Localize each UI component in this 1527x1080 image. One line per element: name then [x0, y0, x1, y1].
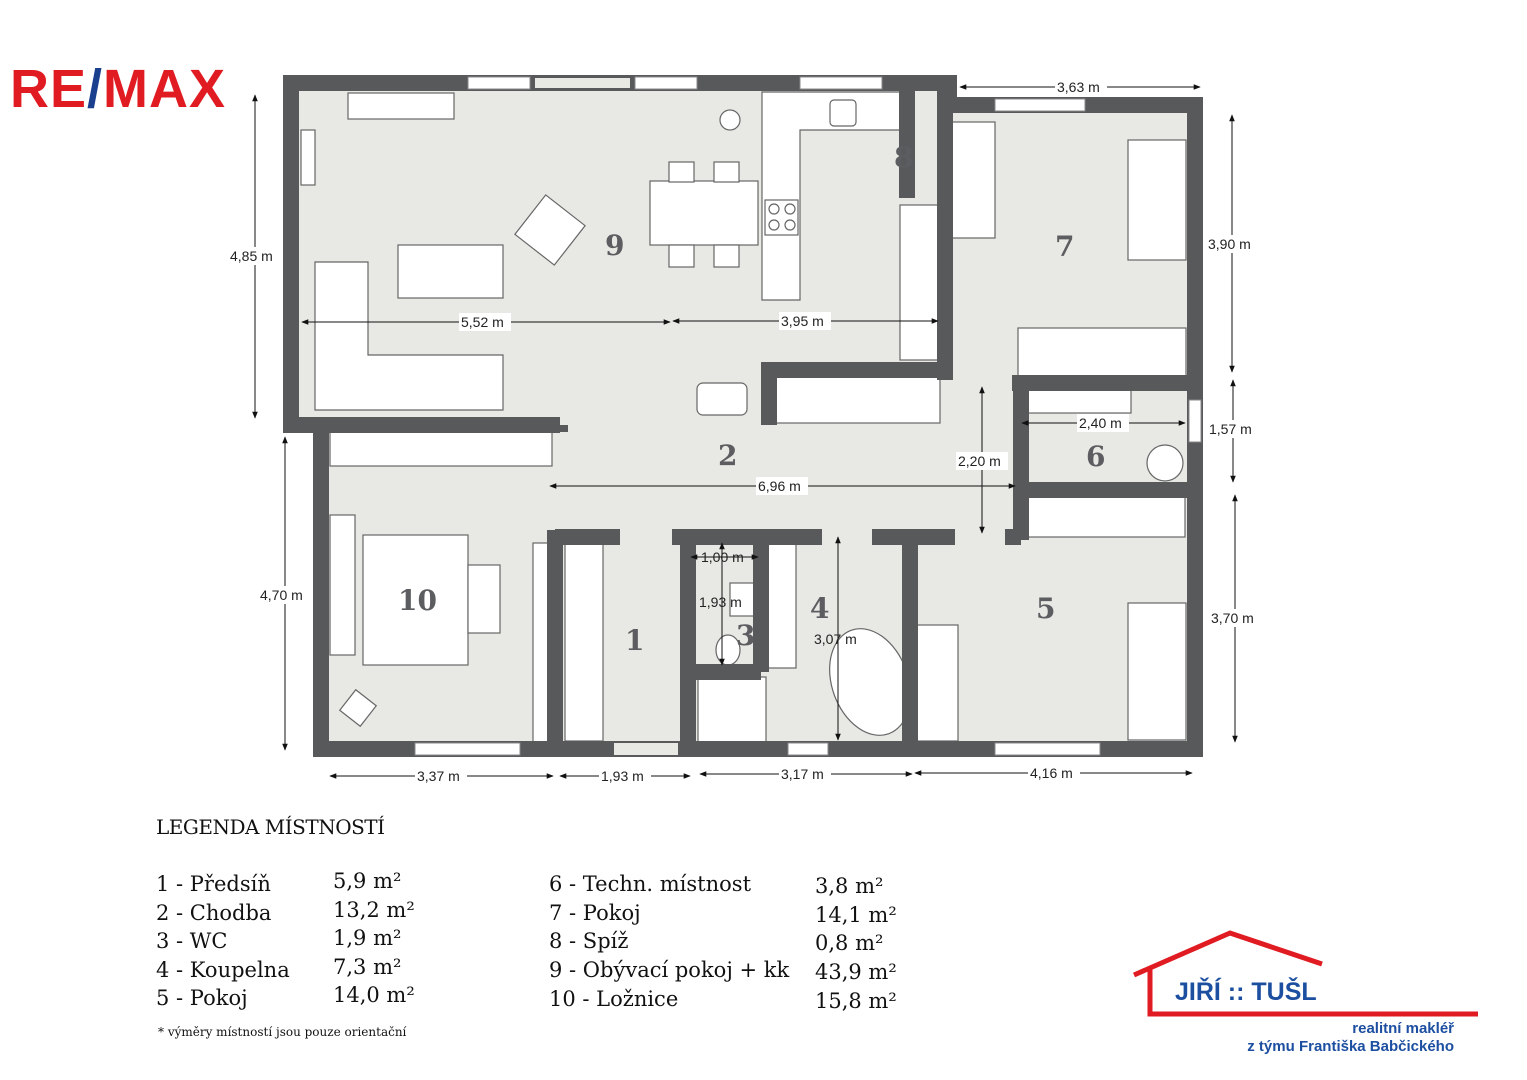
- room-number-6: 6: [1086, 440, 1105, 473]
- shower: [697, 676, 767, 743]
- remax-logo: RE/MAX: [10, 59, 227, 119]
- dim-1-93-wc: 1,93 m: [699, 594, 742, 610]
- windows: [414, 76, 1202, 756]
- agent-name: JIŘÍ :: TUŠL: [1175, 978, 1317, 1006]
- legend-label: 1 - Předsíň: [156, 872, 271, 896]
- legend-label: 5 - Pokoj: [156, 986, 248, 1010]
- walls: [283, 75, 1203, 757]
- agent-title: realitní makléř: [1352, 1020, 1454, 1037]
- legend-label: 10 - Ložnice: [549, 987, 679, 1011]
- legend-area: 0,8 m²: [815, 931, 884, 955]
- legend-label: 9 - Obývací pokoj + kk: [549, 958, 790, 982]
- legend-area: 13,2 m²: [333, 898, 415, 922]
- legend-label: 7 - Pokoj: [549, 901, 641, 925]
- tv-cabinet: [347, 92, 455, 120]
- legend-area: 3,8 m²: [815, 874, 884, 898]
- legend-label: 2 - Chodba: [156, 901, 272, 925]
- dim-5-52: 5,52 m: [461, 314, 504, 330]
- legend-area: 15,8 m²: [815, 989, 897, 1013]
- room-number-8: 8: [894, 141, 913, 174]
- dim-4-16: 4,16 m: [1030, 765, 1073, 781]
- room-number-1: 1: [625, 624, 644, 657]
- agent-house-logo: [1132, 930, 1478, 1017]
- legend-area: 5,9 m²: [333, 869, 402, 893]
- dim-1-00: 1,00 m: [701, 549, 744, 565]
- room-number-4: 4: [810, 592, 829, 625]
- room-number-7: 7: [1055, 230, 1074, 263]
- dim-3-63: 3,63 m: [1057, 79, 1100, 95]
- coffee-table: [397, 244, 504, 299]
- room-number-5: 5: [1036, 592, 1055, 625]
- legend-label: 8 - Spíž: [549, 929, 629, 953]
- dim-3-07: 3,07 m: [814, 631, 857, 647]
- room-numbers: 1 2 3 4 5 6 7 8 9 10: [398, 141, 1105, 657]
- dim-1-57: 1,57 m: [1209, 421, 1252, 437]
- dim-1-93: 1,93 m: [601, 768, 644, 784]
- dim-3-37: 3,37 m: [417, 768, 460, 784]
- legend-area: 43,9 m²: [815, 960, 897, 984]
- legend-area: 7,3 m²: [333, 955, 402, 979]
- room-number-2: 2: [718, 439, 737, 472]
- bed-5: [1127, 602, 1187, 741]
- dim-3-95: 3,95 m: [781, 313, 824, 329]
- dim-4-85: 4,85 m: [230, 248, 273, 264]
- dining-table: [649, 180, 759, 246]
- legend-area: 1,9 m²: [333, 926, 402, 950]
- legend-label: 3 - WC: [156, 929, 228, 953]
- furniture: [300, 91, 1187, 744]
- dim-3-70: 3,70 m: [1211, 610, 1254, 626]
- dim-3-90: 3,90 m: [1208, 236, 1251, 252]
- legend-label: 6 - Techn. místnost: [549, 872, 752, 896]
- dimension-labels: 3,63 m 4,85 m 3,90 m 1,57 m 3,70 m 4,70 …: [228, 78, 1261, 785]
- legend-area: 14,0 m²: [333, 983, 415, 1007]
- bed-7: [1127, 139, 1187, 261]
- dim-6-96: 6,96 m: [758, 478, 801, 494]
- agent-team: z týmu Františka Babčického: [1247, 1038, 1454, 1055]
- dim-3-17: 3,17 m: [781, 766, 824, 782]
- legend-title: LEGENDA MÍSTNOSTÍ: [156, 815, 385, 839]
- legend-note: * výměry místností jsou pouze orientační: [158, 1025, 407, 1039]
- dim-4-70: 4,70 m: [260, 587, 303, 603]
- dim-2-40: 2,40 m: [1079, 415, 1122, 431]
- sofa: [314, 261, 504, 411]
- bed-10: [362, 534, 469, 666]
- legend-area: 14,1 m²: [815, 903, 897, 927]
- dim-2-20: 2,20 m: [958, 453, 1001, 469]
- room-number-3: 3: [736, 619, 755, 652]
- legend-label: 4 - Koupelna: [156, 958, 290, 982]
- armchair: [514, 194, 586, 266]
- room-number-10: 10: [398, 584, 437, 617]
- room-number-9: 9: [605, 229, 624, 262]
